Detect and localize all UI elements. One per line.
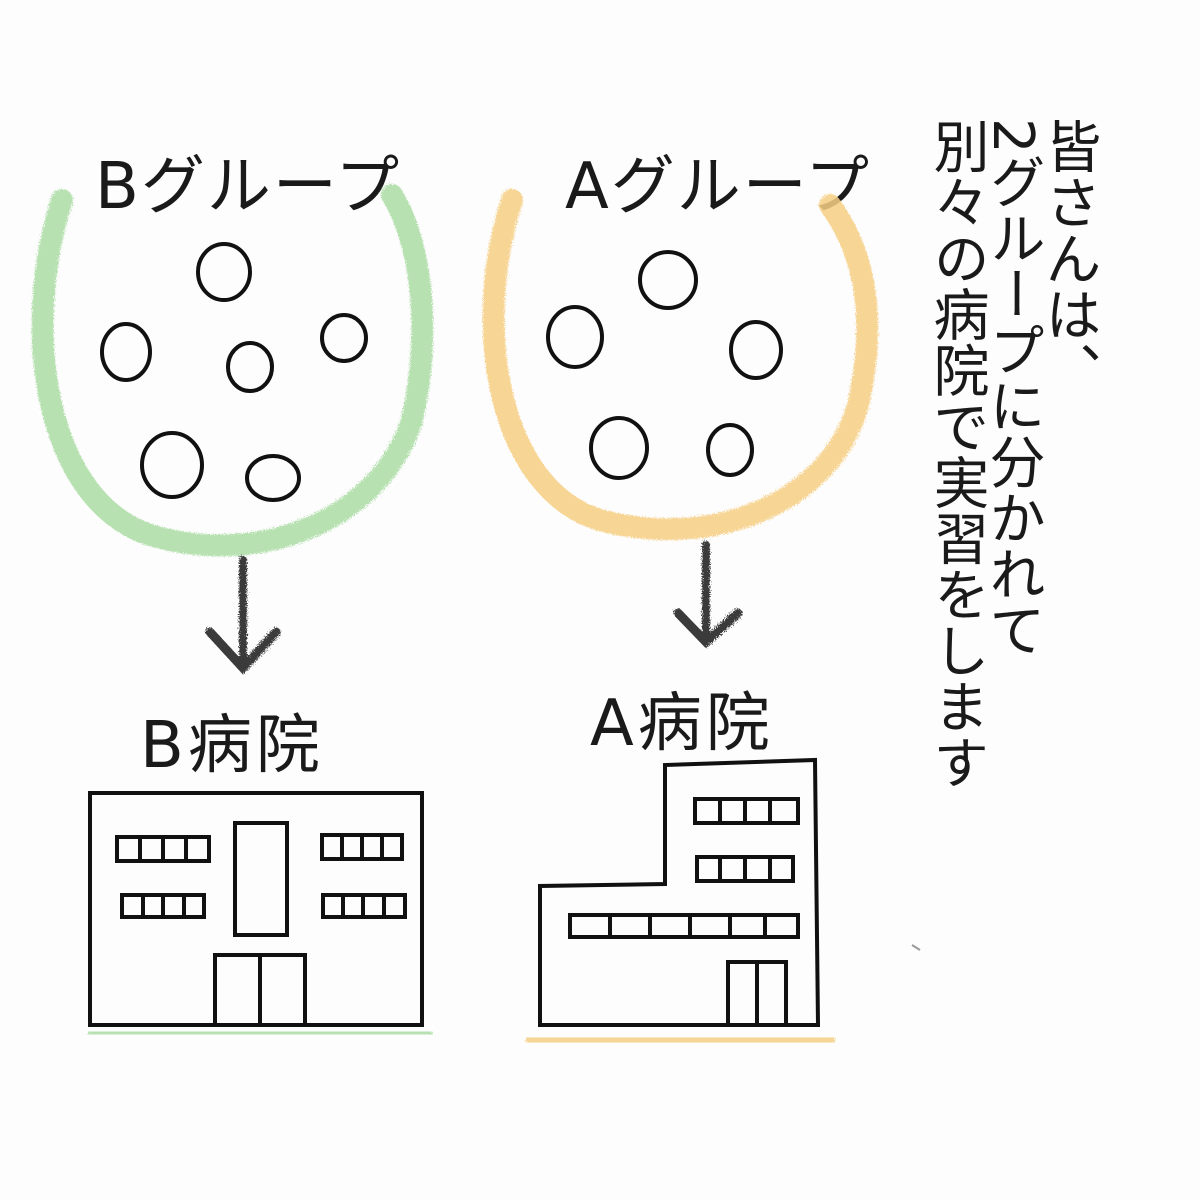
hospital-a-building bbox=[538, 757, 821, 1027]
group-b-member bbox=[226, 341, 274, 393]
hospital-b-label: B病院 bbox=[140, 709, 324, 783]
group-b-member bbox=[100, 322, 152, 382]
group-b: Bグループ bbox=[31, 150, 434, 557]
hospital-b-building bbox=[88, 791, 424, 1027]
group-a-member bbox=[706, 423, 754, 477]
hospital-b-ground bbox=[87, 1022, 433, 1044]
pencil-mark bbox=[911, 944, 921, 951]
group-b-member bbox=[140, 431, 204, 499]
group-a-member bbox=[729, 320, 783, 380]
arrow-b-to-hospital bbox=[205, 556, 281, 675]
group-a-member bbox=[589, 416, 649, 480]
narration-line-3: 別々の病院で実習をします bbox=[924, 118, 989, 790]
group-a-member bbox=[638, 250, 698, 310]
hospital-a: A病院 bbox=[525, 687, 836, 1052]
group-a-member bbox=[546, 305, 604, 369]
group-b-member bbox=[320, 313, 368, 363]
group-a-outline bbox=[482, 189, 879, 541]
group-b-outline bbox=[31, 184, 434, 557]
group-b-member bbox=[245, 454, 301, 502]
hospital-b: B病院 bbox=[87, 709, 433, 1044]
narration-line-2: 2グループに分かれて bbox=[980, 118, 1045, 658]
group-a-label: Aグループ bbox=[565, 150, 871, 224]
group-a: Aグループ bbox=[482, 150, 879, 541]
group-b-label: Bグループ bbox=[95, 150, 401, 224]
hospital-a-ground bbox=[525, 1028, 836, 1052]
hospital-a-label: A病院 bbox=[590, 687, 774, 761]
arrow-a-to-hospital bbox=[673, 541, 743, 649]
group-b-member bbox=[196, 242, 252, 302]
narration-line-1: 皆さんは、 bbox=[1036, 118, 1101, 398]
